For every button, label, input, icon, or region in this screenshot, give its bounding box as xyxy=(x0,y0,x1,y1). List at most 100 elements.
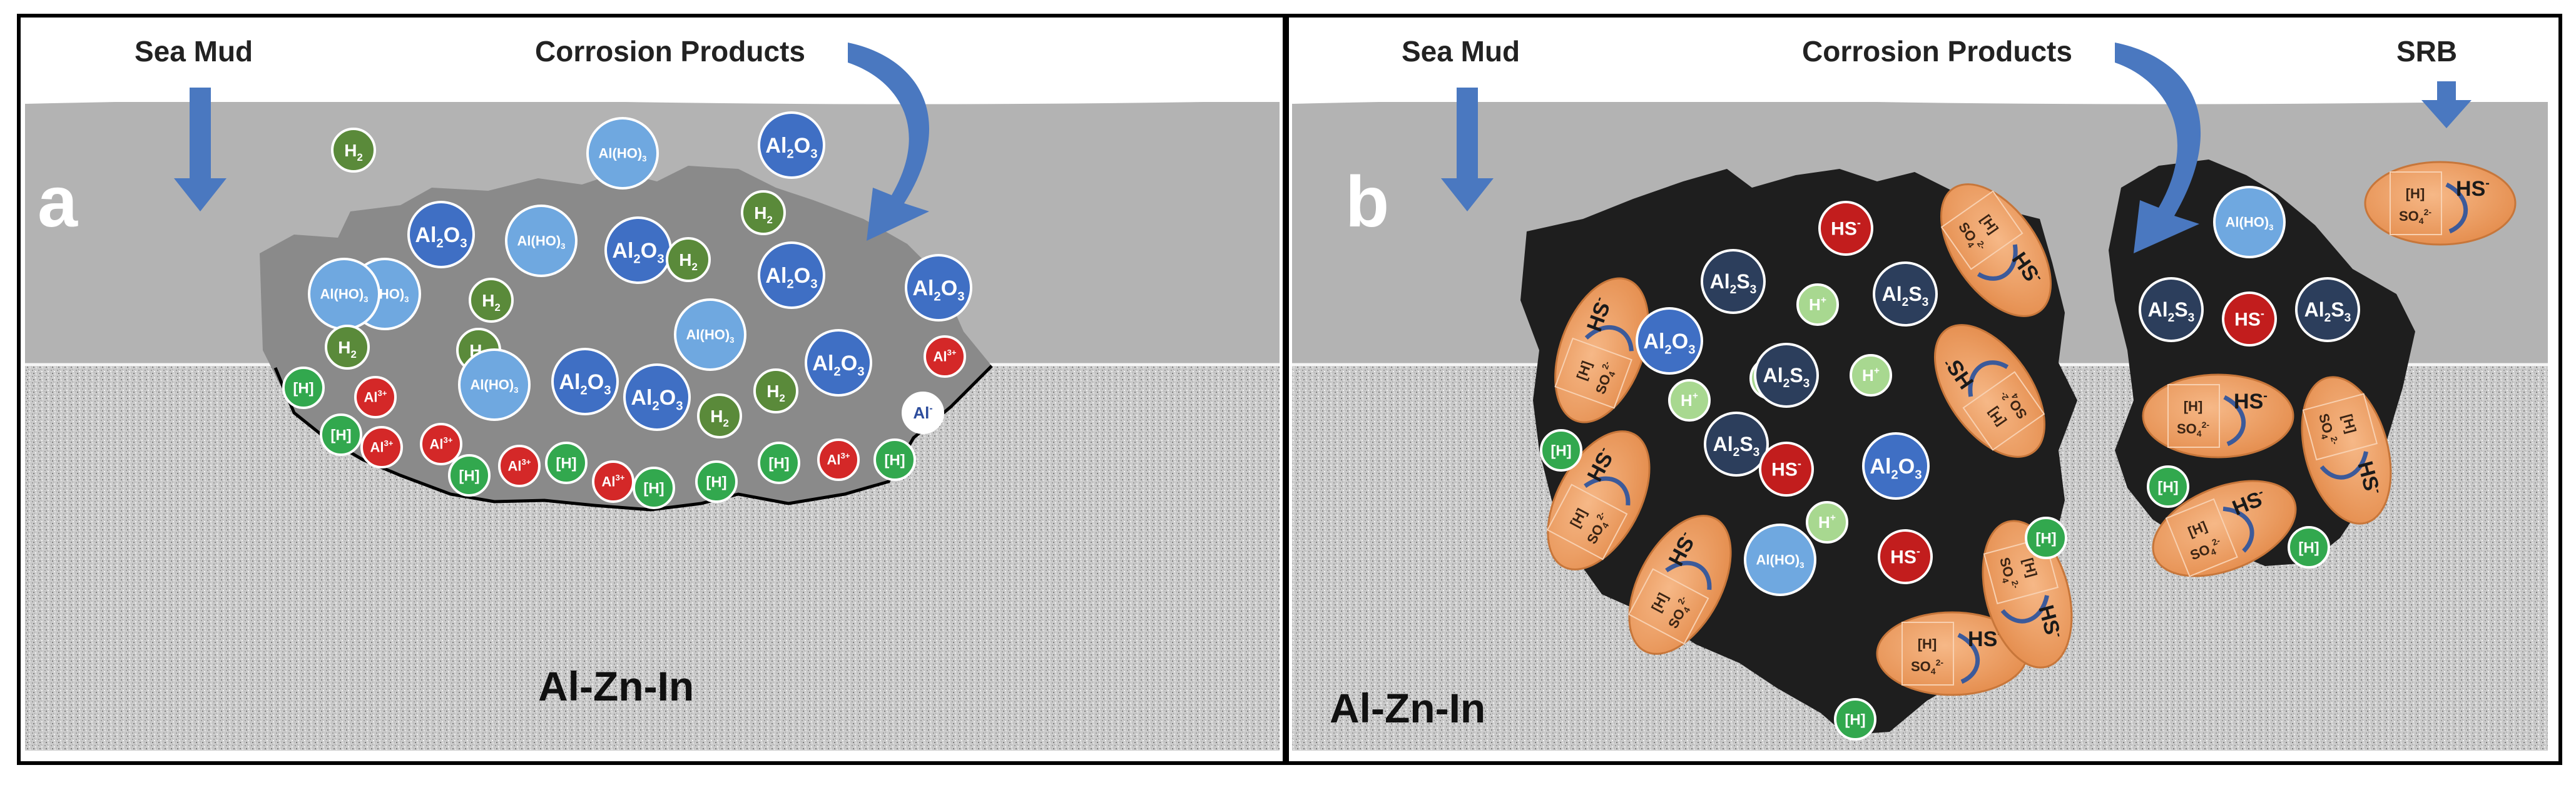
alloy-label-b: Al-Zn-In xyxy=(1330,685,1485,731)
curved-arrow-icon xyxy=(1584,476,1631,506)
srb-cell-so4: SO42- xyxy=(2399,207,2431,226)
pa-particle-label: H2 xyxy=(344,141,363,163)
pb-particle-circle xyxy=(2288,526,2330,569)
pa-particle-h2: H2 xyxy=(666,237,711,282)
srb-cell-h: [H] xyxy=(1918,636,1937,652)
pb-particle-label: Al2S3 xyxy=(1882,283,1929,309)
pa-particle-al2o3: Al2O3 xyxy=(905,254,972,322)
pa-particle-circle xyxy=(758,442,800,484)
pb-particle-circle xyxy=(2213,186,2286,258)
pa-particle-label: Al2O3 xyxy=(765,264,817,291)
curved-arrow-icon xyxy=(1968,360,2009,397)
pa-particle-ahd: Al(HO)3 xyxy=(308,258,380,330)
pa-particle-label: Al2O3 xyxy=(612,239,664,266)
curved-arrow-icon xyxy=(2000,595,2049,624)
pb-particle-hs: HS- xyxy=(1759,442,1814,497)
pb-particle-label: [H] xyxy=(2157,479,2178,495)
srb-cell-so4: SO42- xyxy=(2177,420,2209,438)
curved-arrow-icon xyxy=(2115,43,2201,253)
pa-particle-label: Al2O3 xyxy=(912,276,964,304)
pa-particle-h2: H2 xyxy=(469,278,514,323)
pa-particle-label: [H] xyxy=(768,455,789,472)
pb-particle-label: Al2S3 xyxy=(1763,364,1810,390)
figure-frame xyxy=(17,14,2562,765)
srb-cell-body xyxy=(1628,515,1732,655)
pb-particle-circle xyxy=(1850,354,1892,397)
pa-particle-h2: H2 xyxy=(331,128,376,173)
mud-surface-a xyxy=(24,96,1280,104)
pa-particle-circle xyxy=(905,254,972,322)
pa-particle-circle xyxy=(697,393,742,438)
pa-particle-label: Al(HO)3 xyxy=(599,146,647,164)
srb-cell-body xyxy=(1940,183,2052,317)
pa-particle-circle xyxy=(320,413,362,456)
srb-cell-so4: SO42- xyxy=(1911,657,1943,676)
curved-arrow-icon xyxy=(1584,325,1634,352)
pb-particle-hb: [H] xyxy=(1834,698,1876,741)
curved-arrow-icon xyxy=(1665,560,1712,590)
pa-particle-h2: H2 xyxy=(741,190,786,235)
curved-arrow-icon xyxy=(2319,451,2368,480)
pb-particle-label: Al(HO)3 xyxy=(2226,215,2274,233)
pa-particle-hb: [H] xyxy=(695,460,738,503)
pa-particle-al2o3: Al2O3 xyxy=(407,201,475,268)
pb-particle-al2s3: Al2S3 xyxy=(1704,412,1769,477)
pb-particle-circle xyxy=(1862,432,1930,500)
pa-particle-al2o3: Al2O3 xyxy=(623,363,691,431)
pa-particle-ahd: Al(HO)3 xyxy=(586,117,659,190)
srb-cell: [H]SO42-HS- xyxy=(2301,376,2392,525)
curved-arrow-icon xyxy=(848,43,930,241)
srb-cell: [H]SO42-HS- xyxy=(1933,324,2046,458)
pa-particle-hb: [H] xyxy=(873,438,916,481)
pa-particle-label: Al2O3 xyxy=(559,370,611,398)
pa-particle-circle xyxy=(674,298,746,371)
srb-cell-body xyxy=(2364,161,2517,246)
pa-particle-al2o3: Al2O3 xyxy=(551,348,619,415)
panel-letter-a: a xyxy=(38,162,78,242)
srb-cell-hs: HS- xyxy=(2234,389,2268,413)
pb-particle-al2s3: Al2S3 xyxy=(1701,249,1766,314)
pb-particle-hplus: H+ xyxy=(1806,501,1848,544)
alloy-label-a: Al-Zn-In xyxy=(538,663,694,709)
pb-particle-circle xyxy=(1754,343,1819,408)
pb-particle-circle xyxy=(1701,249,1766,314)
pa-particle-al3: Al3+ xyxy=(592,460,634,503)
pa-particle-label: H2 xyxy=(679,250,698,273)
pb-particle-hb: [H] xyxy=(1540,429,1582,472)
pb-particle-circle xyxy=(1636,307,1703,375)
pa-particle-label: H2 xyxy=(754,203,773,226)
srb-cell-body xyxy=(1554,277,1649,423)
pa-particle-h2: H2 xyxy=(697,393,742,438)
srb-cell-body xyxy=(2142,373,2294,458)
pa-particle-circle xyxy=(633,467,675,509)
pb-particle-al2o3: Al2O3 xyxy=(1636,307,1703,375)
srb-cell-box xyxy=(1983,537,2059,605)
pa-particle-label: Al3+ xyxy=(429,435,452,452)
pb-particle-label: Al2O3 xyxy=(1643,330,1695,357)
pa-particle-circle xyxy=(325,325,370,370)
pa-particle-circle xyxy=(545,442,588,484)
srb-cell-box xyxy=(1962,371,2045,451)
pa-particle-al2o3: Al2O3 xyxy=(604,216,672,284)
pb-particle-circle xyxy=(1818,201,1873,256)
particles-b: HS-Al2S3H+Al2S3Al2O3H+H+Al2S3H+[H]Al2S3H… xyxy=(1540,186,2360,741)
pa-particle-alion: Al- xyxy=(902,392,944,434)
pb-particle-label: HS- xyxy=(1890,545,1920,568)
pa-particle-label: Al- xyxy=(913,403,932,422)
pb-particle-label: [H] xyxy=(2035,530,2056,547)
pa-particle-circle xyxy=(758,241,825,309)
pa-particle-circle xyxy=(695,460,738,503)
pa-particle-label: Al(HO)3 xyxy=(471,377,519,395)
pb-particle-label: Al2S3 xyxy=(2304,298,2351,325)
pa-particle-hb: [H] xyxy=(758,442,800,484)
curved-arrow-icon xyxy=(2222,506,2254,553)
pb-particle-circle xyxy=(1540,429,1582,472)
pa-particle-al3: Al3+ xyxy=(354,376,397,418)
pa-particle-label: H2 xyxy=(338,338,357,360)
srb-cell: [H]SO42-HS- xyxy=(1554,277,1649,423)
pb-particle-ahd: Al(HO)3 xyxy=(1744,524,1816,596)
pa-particle-circle xyxy=(873,438,916,481)
